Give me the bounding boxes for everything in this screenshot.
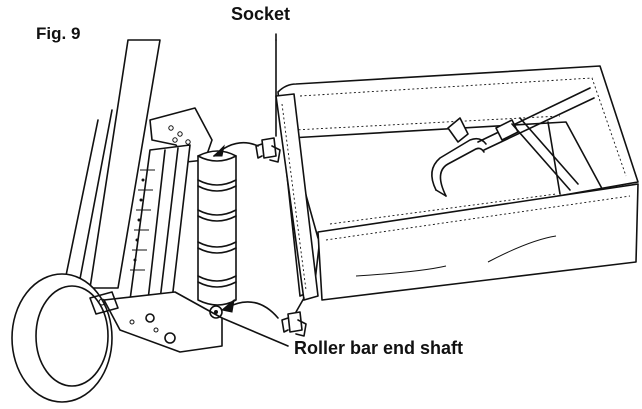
socket-callout-label: Socket	[231, 4, 291, 24]
roller	[197, 150, 237, 306]
figure-title: Fig. 9	[36, 24, 81, 43]
roller-bar-end-shaft-leader	[221, 317, 289, 347]
mower-handle	[61, 39, 161, 301]
catcher-handle	[431, 87, 595, 197]
grass-catcher	[275, 65, 639, 301]
mower-wheel	[11, 273, 119, 403]
attach-arrow-lower	[220, 298, 279, 319]
mower-side-frame	[149, 107, 213, 163]
roller-bar-end-shaft	[209, 305, 223, 319]
socket-upper	[255, 33, 281, 163]
attach-arrow-upper	[212, 141, 259, 157]
socket-lower	[281, 297, 307, 337]
mower-assembly	[11, 39, 237, 403]
roller-bar-end-shaft-callout-label: Roller bar end shaft	[294, 338, 464, 358]
roller-bracket	[103, 291, 223, 353]
